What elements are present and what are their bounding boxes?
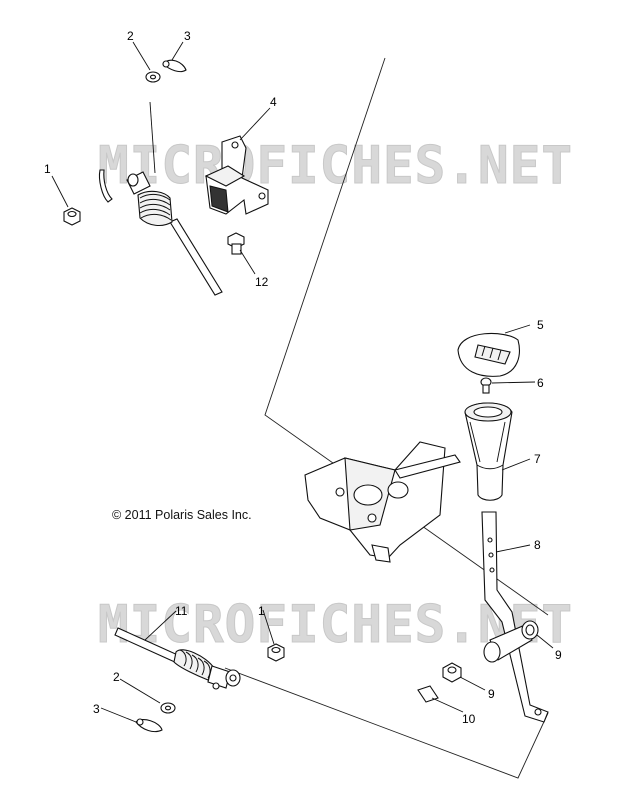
screw-6 [480,377,492,394]
shift-boot-7 [464,402,513,501]
shift-lever-8 [481,511,549,723]
watermark-top: MICROFICHES.NET [98,136,573,196]
callout-2-top: 2 [127,29,134,43]
callout-3-top: 3 [184,29,191,43]
callout-1-top: 1 [44,162,51,176]
callout-5: 5 [537,318,544,332]
callout-10: 10 [462,712,476,726]
callout-2-bottom: 2 [113,670,120,684]
callout-4: 4 [270,95,277,109]
callout-11: 11 [175,604,188,618]
bushing-9-upper [521,620,539,640]
callout-numbers: 1 2 3 4 12 5 6 7 8 9 9 10 11 1 2 3 [44,29,562,726]
washer-2-top [145,71,161,83]
hex-nut-1-bottom [267,643,285,662]
callout-8: 8 [534,538,541,552]
bolt-12 [227,232,245,255]
shift-cable-upper [98,101,223,296]
clip-3-bottom [135,718,163,733]
hex-nut-1-top [63,207,81,226]
assembly-boundary [224,57,549,779]
clip-3-top [162,59,187,73]
callout-9-upper: 9 [555,648,562,662]
callout-1-bottom: 1 [258,604,265,618]
callout-9-lower: 9 [488,687,495,701]
callout-6: 6 [537,376,544,390]
shift-cable-lower [114,627,241,690]
washer-2-bottom [160,702,176,714]
callout-7: 7 [534,452,541,466]
callout-12: 12 [255,275,269,289]
shift-knob-5 [457,332,520,377]
leader-lines [51,41,554,723]
bushing-9-lower [442,662,462,683]
shifter-mount-bracket [304,441,461,563]
copyright-notice: © 2011 Polaris Sales Inc. [112,508,252,522]
bracket-4 [204,135,269,215]
callout-3-bottom: 3 [93,702,100,716]
